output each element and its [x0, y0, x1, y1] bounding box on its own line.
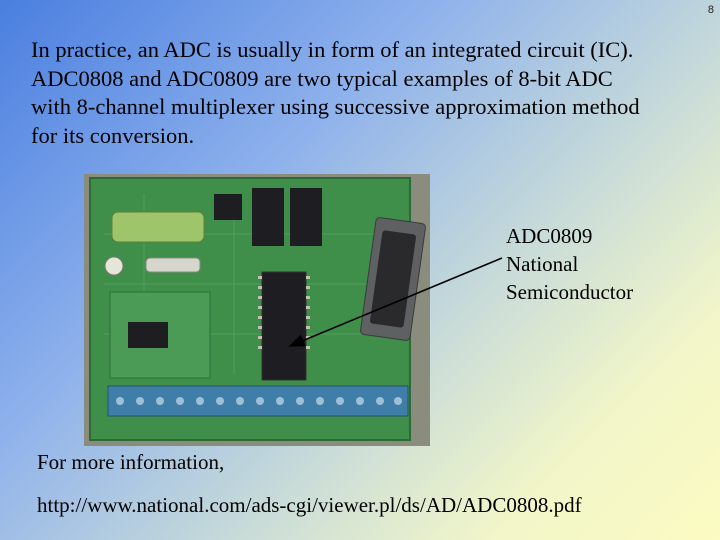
body-line: for its conversion.	[31, 122, 195, 148]
more-info-text: For more information,	[37, 450, 225, 474]
dip-chip	[290, 188, 322, 246]
callout-line: National	[506, 252, 579, 276]
adc-board-photo	[84, 174, 430, 446]
body-line: In practice, an ADC is usually in form o…	[31, 37, 634, 62]
body-line: ADC0808 and ADC0809 are two typical exam…	[31, 65, 613, 91]
callout-line: Semiconductor	[506, 280, 634, 304]
adc0809-chip	[261, 271, 307, 381]
potentiometer	[104, 256, 124, 276]
fuse	[145, 257, 201, 273]
datasheet-link[interactable]: http://www.national.com/ads-cgi/viewer.p…	[37, 493, 582, 517]
slide-number: 8	[707, 4, 714, 16]
small-chip	[128, 322, 168, 348]
chip-callout: ADC0809 National Semiconductor	[506, 222, 633, 306]
capacitor	[111, 211, 205, 243]
callout-line: ADC0809	[506, 224, 593, 248]
body-line: with 8-channel multiplexer using success…	[31, 94, 640, 119]
dip-chip	[214, 194, 242, 220]
body-paragraph: In practice, an ADC is usually in form o…	[31, 36, 701, 150]
dip-chip	[252, 188, 284, 246]
